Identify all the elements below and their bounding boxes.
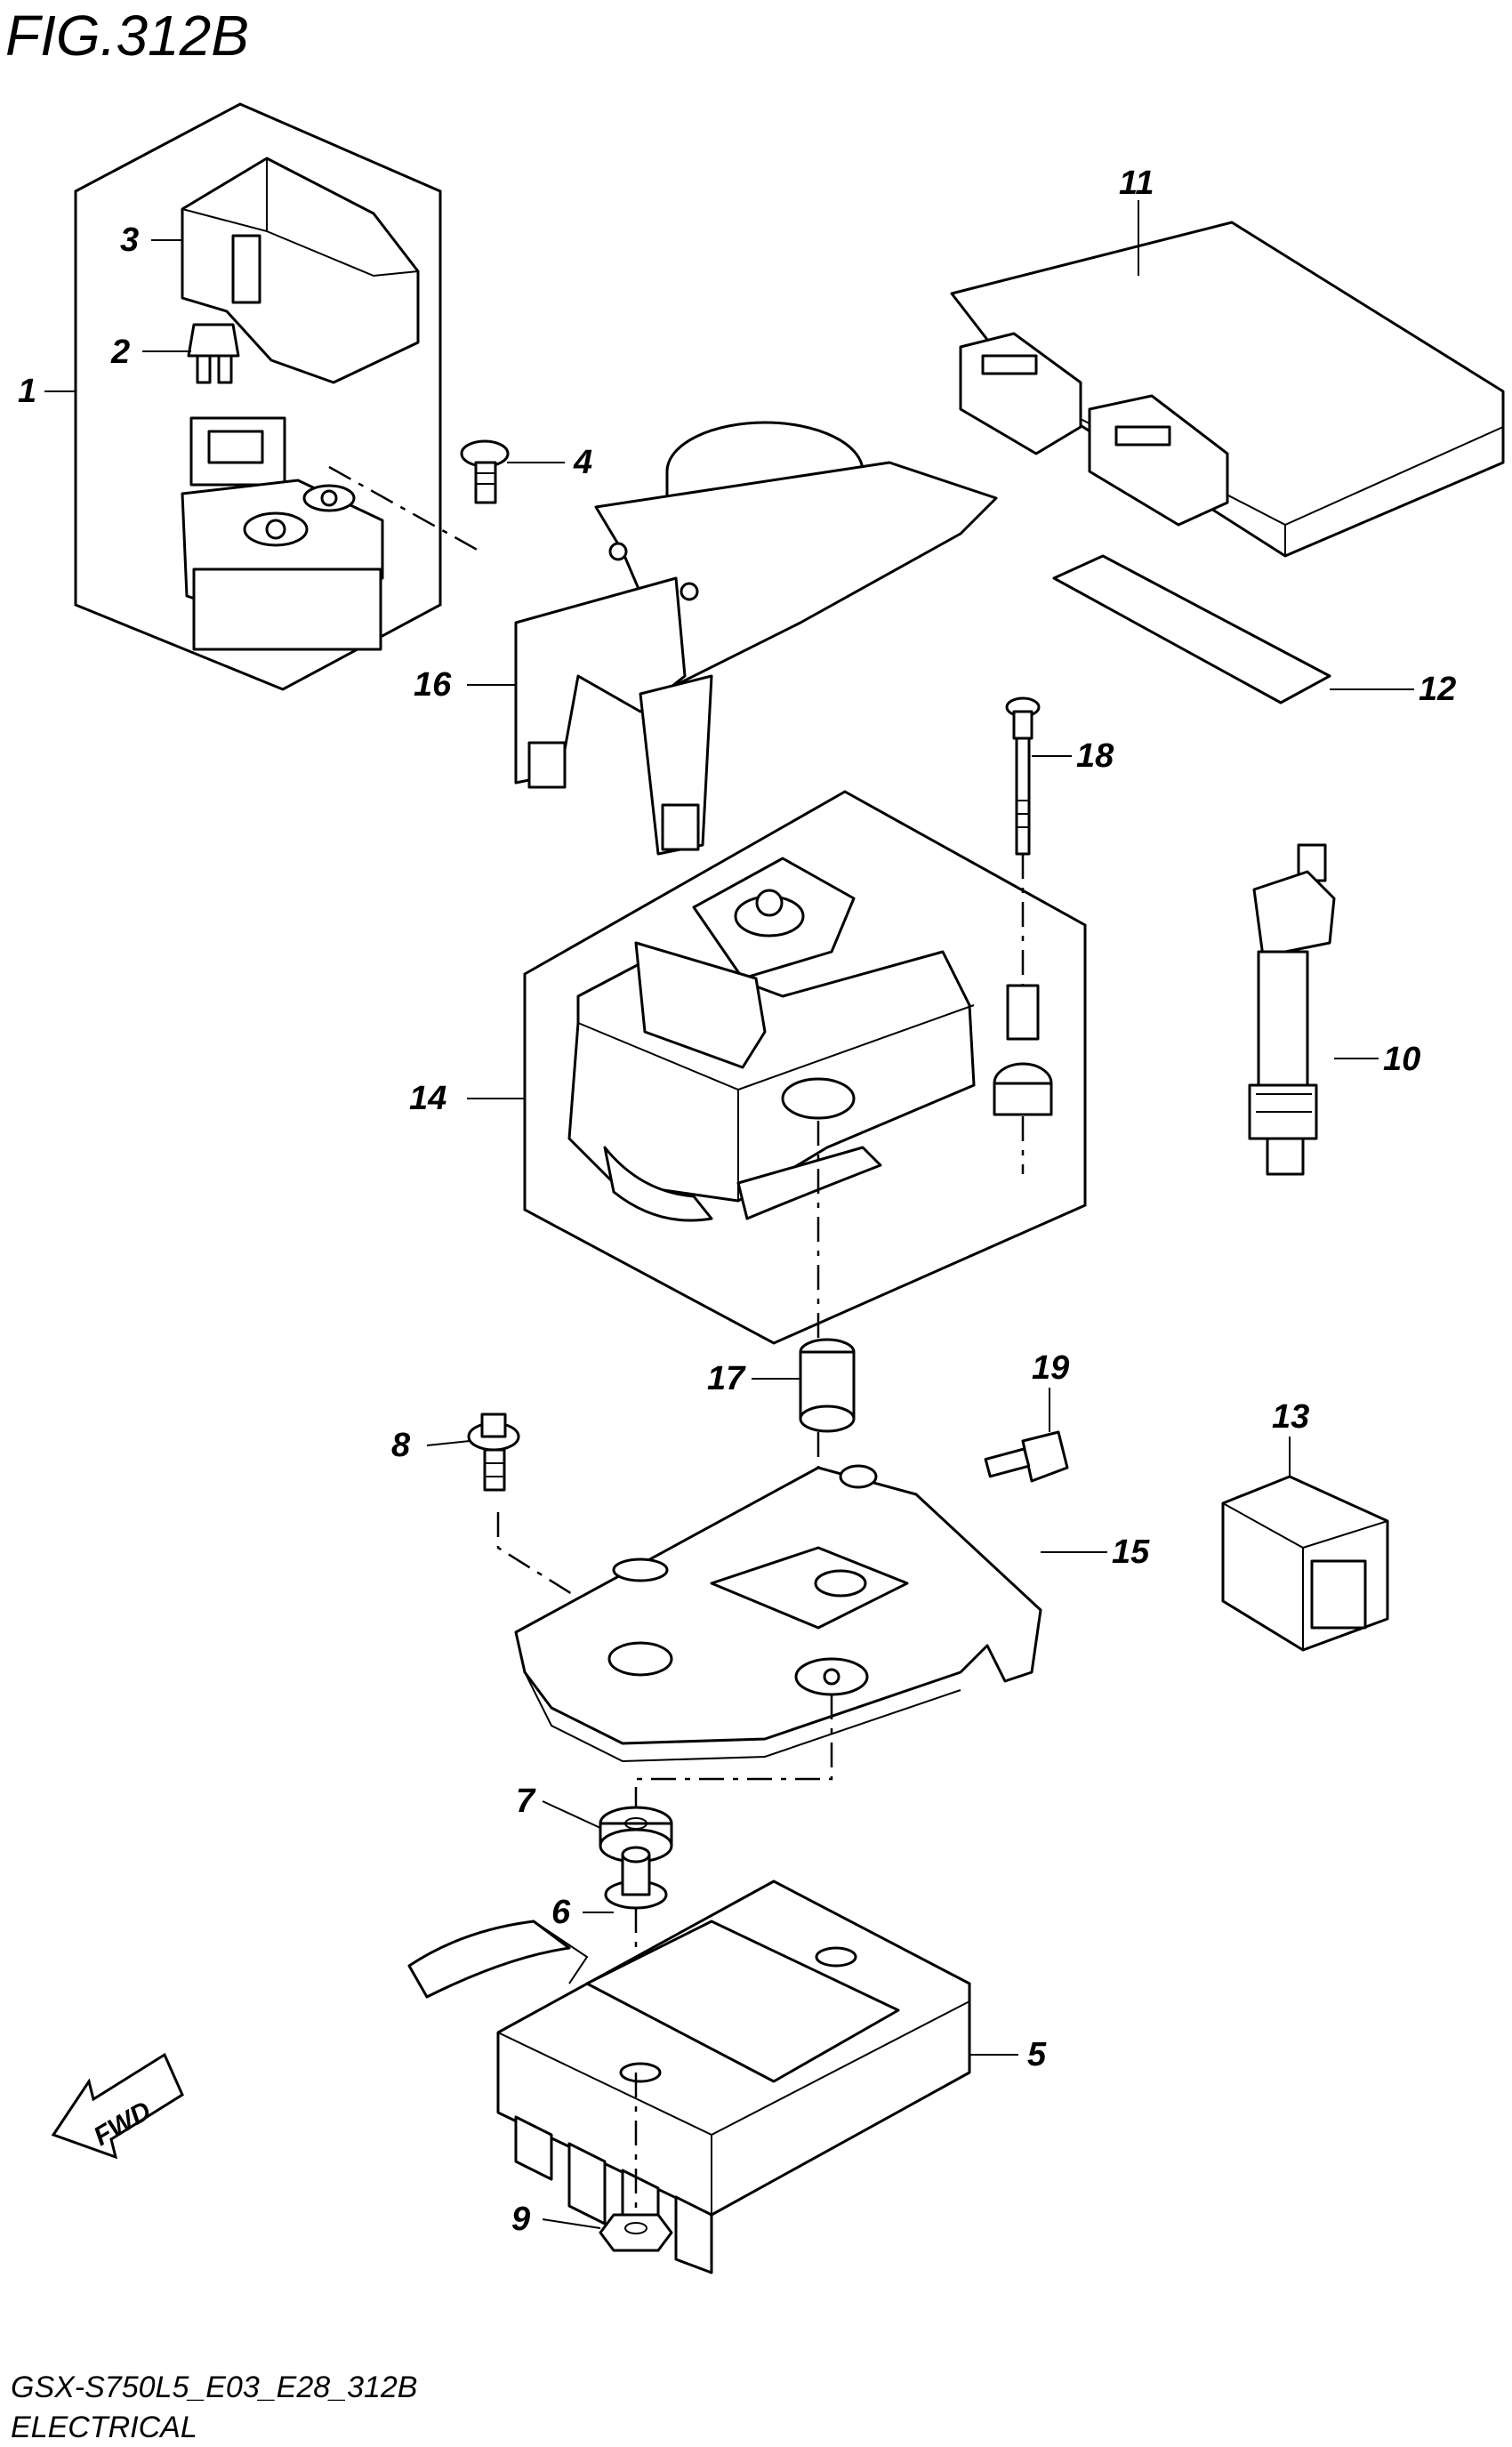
starter-relay-assembly xyxy=(74,102,442,691)
callout-5: 5 xyxy=(1027,2036,1047,2073)
grommet-7 xyxy=(599,1806,673,1863)
callout-10: 10 xyxy=(1383,1041,1420,1078)
spacer-17 xyxy=(799,1338,856,1574)
callout-7: 7 xyxy=(516,1783,536,1820)
bolt-4 xyxy=(328,439,510,553)
section-name: ELECTRICAL xyxy=(11,2411,197,2444)
callout-12: 12 xyxy=(1419,671,1456,708)
bolt-19 xyxy=(984,1430,1069,1483)
fwd-arrow-icon: FWD xyxy=(51,2052,184,2160)
connector-13 xyxy=(1221,1475,1389,1652)
figure-title: FIG.312B xyxy=(5,4,249,68)
bolt-18 xyxy=(993,696,1053,1174)
callout-15: 15 xyxy=(1112,1533,1150,1571)
callout-3: 3 xyxy=(120,221,139,259)
nut-9 xyxy=(599,2213,673,2252)
actuator-unit-14 xyxy=(523,790,1087,1352)
callout-8: 8 xyxy=(391,1427,411,1464)
callout-18: 18 xyxy=(1076,737,1114,775)
mounting-plate-15 xyxy=(514,1464,1042,1815)
ecm-unit-11 xyxy=(950,221,1505,558)
callout-16: 16 xyxy=(414,666,452,704)
callout-9: 9 xyxy=(511,2201,530,2238)
callout-11: 11 xyxy=(1119,165,1154,202)
regulator-5 xyxy=(407,1880,971,2274)
callout-2: 2 xyxy=(110,334,130,371)
callout-labels: 1 2 3 4 5 6 7 8 9 10 11 12 13 14 15 16 1… xyxy=(18,165,1456,2238)
callout-19: 19 xyxy=(1032,1349,1069,1387)
sensor-10 xyxy=(1248,843,1336,1176)
callout-13: 13 xyxy=(1272,1398,1309,1436)
callout-17: 17 xyxy=(707,1360,746,1397)
mounting-bracket-16 xyxy=(514,421,998,856)
callout-14: 14 xyxy=(409,1080,446,1117)
callout-1: 1 xyxy=(18,373,36,410)
model-code: GSX-S750L5_E03_E28_312B xyxy=(11,2371,417,2404)
insulating-tape-12 xyxy=(1052,554,1331,704)
callout-6: 6 xyxy=(551,1894,571,1931)
callout-leaders xyxy=(44,200,1414,2229)
callout-4: 4 xyxy=(573,444,592,481)
